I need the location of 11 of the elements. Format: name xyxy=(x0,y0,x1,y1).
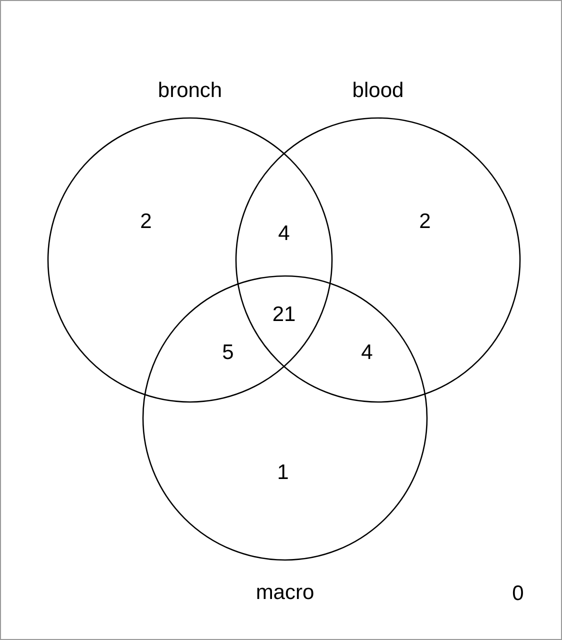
region-count: 21 xyxy=(272,303,296,327)
region-count: 2 xyxy=(140,210,152,234)
region-count: 1 xyxy=(277,461,289,485)
region-count: 0 xyxy=(512,582,524,606)
region-count: 2 xyxy=(419,210,431,234)
region-count: 4 xyxy=(361,341,373,365)
set-label: macro xyxy=(254,581,316,605)
set-label: blood xyxy=(351,79,405,103)
region-count: 4 xyxy=(278,222,290,246)
set-label: bronch xyxy=(156,79,224,103)
region-count: 5 xyxy=(222,341,234,365)
